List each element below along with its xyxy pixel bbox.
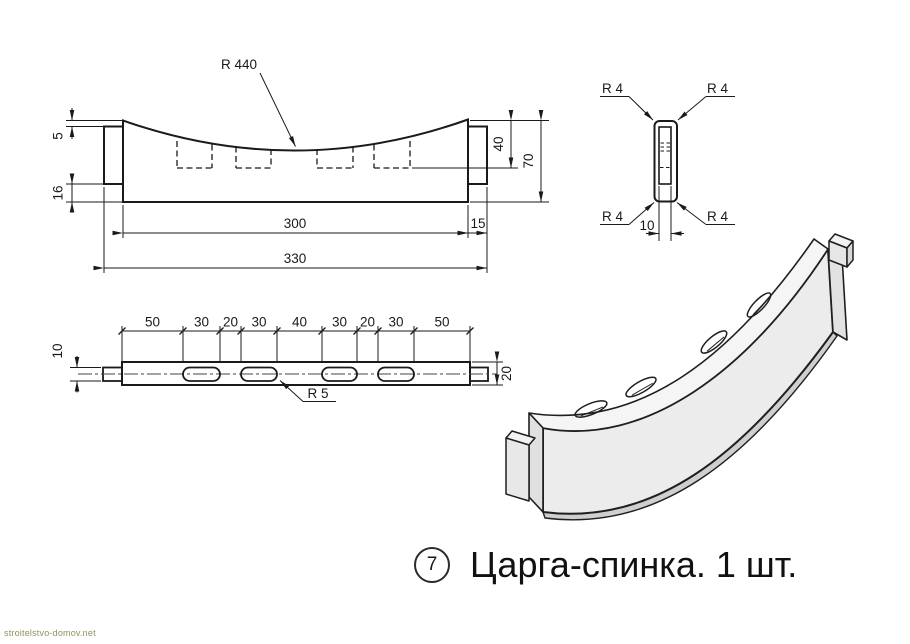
front-view — [66, 72, 549, 273]
iso-right-tenon — [828, 233, 854, 268]
slot-4 — [377, 366, 415, 382]
top-r5-leader — [279, 380, 304, 402]
front-dim330-label: 330 — [284, 251, 307, 266]
iso-slot-3 — [700, 330, 728, 354]
side-r4-leader-tl — [628, 96, 654, 121]
side-r4-leader-tr — [677, 96, 707, 121]
chain-dim-label-3: 20 — [223, 315, 238, 330]
iso-slots — [574, 292, 772, 418]
chain-dim-label-4: 30 — [251, 315, 266, 330]
side-tenon-profile — [658, 126, 672, 185]
top-chain-extensions — [121, 326, 471, 361]
side-r4-label-bl: R 4 — [602, 209, 624, 224]
slot-3 — [321, 366, 358, 382]
caption: 7 Царга-спинка. 1 шт. — [414, 544, 797, 586]
front-extension-lines — [66, 120, 549, 273]
top-slots — [182, 366, 415, 382]
front-dim70-label: 70 — [521, 153, 536, 168]
top-view-labels: 50 30 20 30 40 30 20 30 50 10 20 R 5 — [50, 315, 514, 402]
chain-dim-label-7: 20 — [360, 315, 375, 330]
chain-dim-label-8: 30 — [388, 315, 403, 330]
front-dim16-label: 16 — [51, 185, 66, 200]
iso-top-face — [528, 238, 829, 432]
iso-right-tenon-side — [846, 240, 854, 268]
front-view-labels: R 440 5 16 40 70 300 15 330 — [51, 57, 537, 266]
chain-dim-label-6: 30 — [332, 315, 347, 330]
slot-2 — [240, 366, 278, 382]
side-r4-underlines — [600, 96, 735, 225]
side-dim10-extensions — [658, 186, 672, 241]
chain-dim-label-9: 50 — [434, 315, 449, 330]
iso-view — [505, 233, 854, 521]
front-hidden-slots — [176, 141, 411, 169]
side-r4-label-tl: R 4 — [602, 81, 624, 96]
part-title: Царга-спинка. 1 шт. — [470, 544, 798, 585]
front-dim15-label: 15 — [470, 216, 485, 231]
side-r4-leader-bl — [628, 202, 655, 225]
front-left-tenon — [103, 125, 124, 185]
side-view — [600, 96, 735, 241]
side-hidden-lines — [660, 142, 671, 169]
front-right-tenon — [467, 125, 488, 185]
top-view — [70, 326, 503, 402]
top-r5-label: R 5 — [307, 386, 328, 401]
iso-slot-1 — [574, 400, 608, 418]
front-radius-label: R 440 — [221, 57, 257, 72]
front-dim300-label: 300 — [284, 216, 307, 231]
watermark-text: stroitelstvo-domov.net — [4, 628, 96, 638]
chain-dim-label-5: 40 — [292, 315, 307, 330]
iso-slot-4 — [746, 292, 772, 318]
front-body-outline — [122, 118, 469, 203]
side-outer-profile — [653, 120, 678, 203]
iso-left-end-face — [528, 412, 544, 513]
iso-left-tenon — [505, 430, 536, 502]
side-dim10-label: 10 — [639, 218, 654, 233]
iso-slot-2 — [625, 376, 657, 398]
side-r4-label-br: R 4 — [707, 209, 729, 224]
top-dim20-label: 20 — [499, 366, 514, 381]
part-number: 7 — [426, 554, 438, 575]
side-r4-label-tr: R 4 — [707, 81, 729, 96]
iso-left-tenon-front — [505, 437, 530, 502]
top-chain-ticks — [118, 327, 474, 335]
part-number-circle: 7 — [414, 547, 450, 583]
top-dim10-label: 10 — [50, 343, 65, 358]
side-view-labels: R 4 R 4 R 4 R 4 10 — [602, 81, 729, 233]
front-radius-leader — [259, 72, 296, 147]
side-r4-leader-br — [676, 202, 707, 225]
slot-1 — [182, 366, 221, 382]
chain-dim-label-1: 50 — [145, 315, 160, 330]
chain-dim-label-2: 30 — [194, 315, 209, 330]
front-dim40-label: 40 — [491, 136, 506, 151]
front-dim5-label: 5 — [51, 132, 66, 140]
